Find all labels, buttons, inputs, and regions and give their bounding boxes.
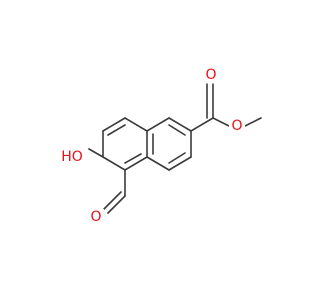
atom-label-layer: O O HO O bbox=[58, 67, 245, 225]
bond bbox=[168, 156, 192, 171]
bond bbox=[212, 117, 230, 127]
bond bbox=[102, 117, 126, 132]
atom-o-ester: O bbox=[229, 118, 245, 134]
atom-label-o-carbonyl: O bbox=[205, 67, 216, 83]
atom-label-o-aldehyde: O bbox=[90, 209, 101, 225]
bond bbox=[124, 156, 148, 171]
bond-layer bbox=[88, 83, 262, 214]
bond bbox=[168, 117, 192, 132]
atom-o-aldehyde: O bbox=[88, 209, 104, 225]
bond bbox=[88, 148, 104, 158]
bond bbox=[102, 156, 126, 171]
bond-double-inner bbox=[168, 124, 186, 136]
bond bbox=[190, 117, 214, 132]
bond-double-inner bbox=[124, 153, 142, 164]
bond-double-inner bbox=[107, 124, 126, 136]
bond-double-inner bbox=[168, 152, 186, 164]
bond bbox=[124, 117, 148, 132]
bond bbox=[103, 191, 122, 210]
molecule-structure-diagram: O O HO O bbox=[58, 67, 262, 225]
bond bbox=[146, 156, 170, 171]
atom-o-hydroxyl: HO bbox=[58, 149, 86, 165]
bond bbox=[146, 117, 170, 132]
bond bbox=[244, 117, 262, 127]
bond bbox=[107, 195, 126, 214]
atom-label-o-ester: O bbox=[231, 118, 242, 134]
atom-o-carbonyl: O bbox=[203, 67, 219, 83]
atom-label-hydroxyl: HO bbox=[61, 149, 83, 165]
